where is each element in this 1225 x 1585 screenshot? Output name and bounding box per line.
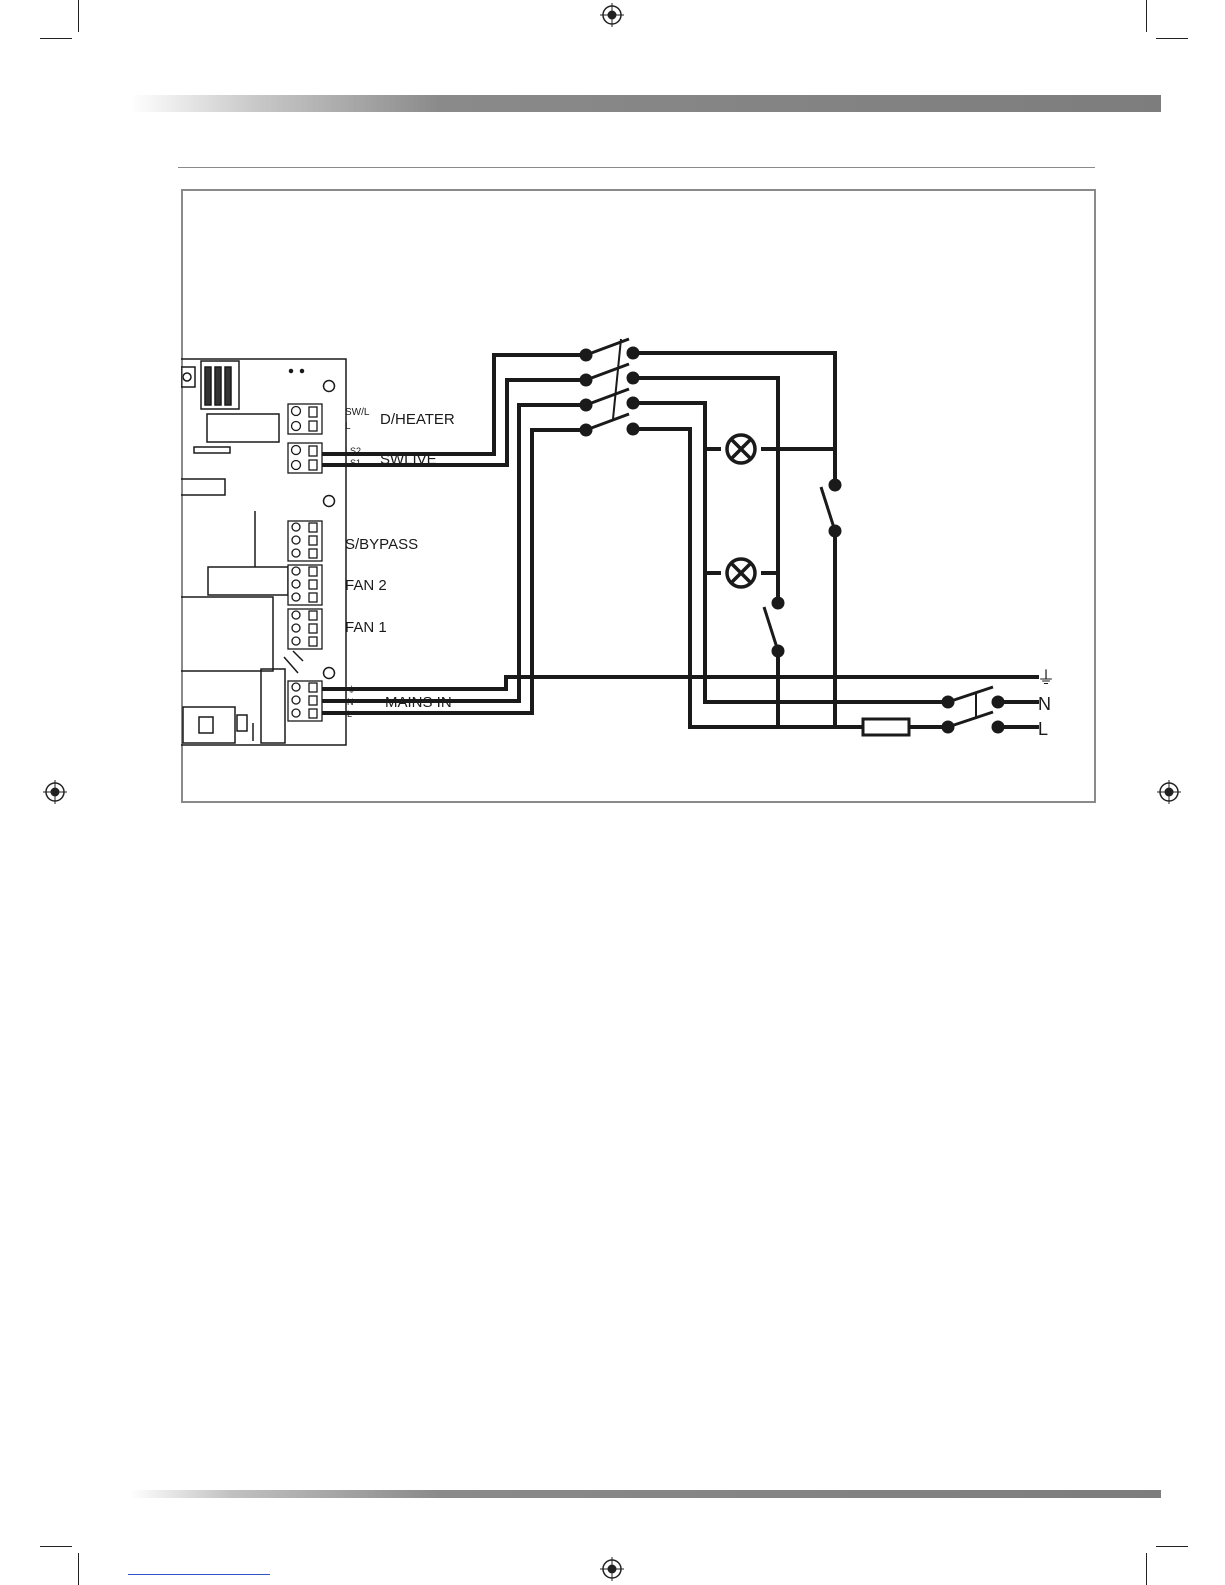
registration-mark-icon xyxy=(600,3,624,27)
registration-mark-icon xyxy=(1157,780,1181,804)
indicator-lamp-icon xyxy=(727,559,755,587)
label-earth-small: ⏚ xyxy=(347,685,356,695)
crop-mark xyxy=(1146,0,1147,32)
crop-mark xyxy=(40,38,72,39)
terminal-blocks xyxy=(288,404,322,721)
header-bar xyxy=(130,95,1161,112)
crop-mark xyxy=(40,1546,72,1547)
label-n-small: N xyxy=(347,697,354,707)
label-sbypass: S/BYPASS xyxy=(345,536,418,553)
section-rule xyxy=(178,167,1095,168)
double-pole-isolator xyxy=(943,687,1003,732)
label-fan2: FAN 2 xyxy=(345,577,387,594)
label-fan1: FAN 1 xyxy=(345,619,387,636)
crop-mark xyxy=(1146,1553,1147,1585)
wiring xyxy=(322,353,1039,727)
label-l-top: L xyxy=(345,421,351,432)
wiring-diagram: SW/L L LS2 LS1 ⏚ N L D/HEATER SWLIVE S/B… xyxy=(181,189,1096,803)
crop-mark xyxy=(1156,38,1188,39)
label-mains-in: MAINS IN xyxy=(385,694,452,711)
label-swl: SW/L xyxy=(345,407,370,418)
label-swlive: SWLIVE xyxy=(380,451,437,468)
fuse-icon xyxy=(863,719,909,735)
label-ls2: LS2 xyxy=(345,446,361,456)
label-l-small: L xyxy=(347,709,352,719)
registration-mark-icon xyxy=(43,780,67,804)
single-pole-switch xyxy=(764,598,783,656)
supply-earth-icon: ⏚ xyxy=(1037,668,1055,688)
four-pole-switch xyxy=(581,339,638,435)
registration-mark-icon xyxy=(600,1557,624,1581)
single-pole-switch xyxy=(821,480,840,536)
label-dheater: D/HEATER xyxy=(380,411,455,428)
indicator-lamp-icon xyxy=(727,435,755,463)
supply-label-live: L xyxy=(1038,719,1048,739)
supply-label-neutral: N xyxy=(1038,694,1051,714)
crop-mark xyxy=(1156,1546,1188,1547)
crop-mark xyxy=(78,0,79,32)
footer-link-underline xyxy=(128,1574,270,1575)
footer-bar xyxy=(130,1490,1161,1498)
crop-mark xyxy=(78,1553,79,1585)
label-ls1: LS1 xyxy=(345,458,361,468)
